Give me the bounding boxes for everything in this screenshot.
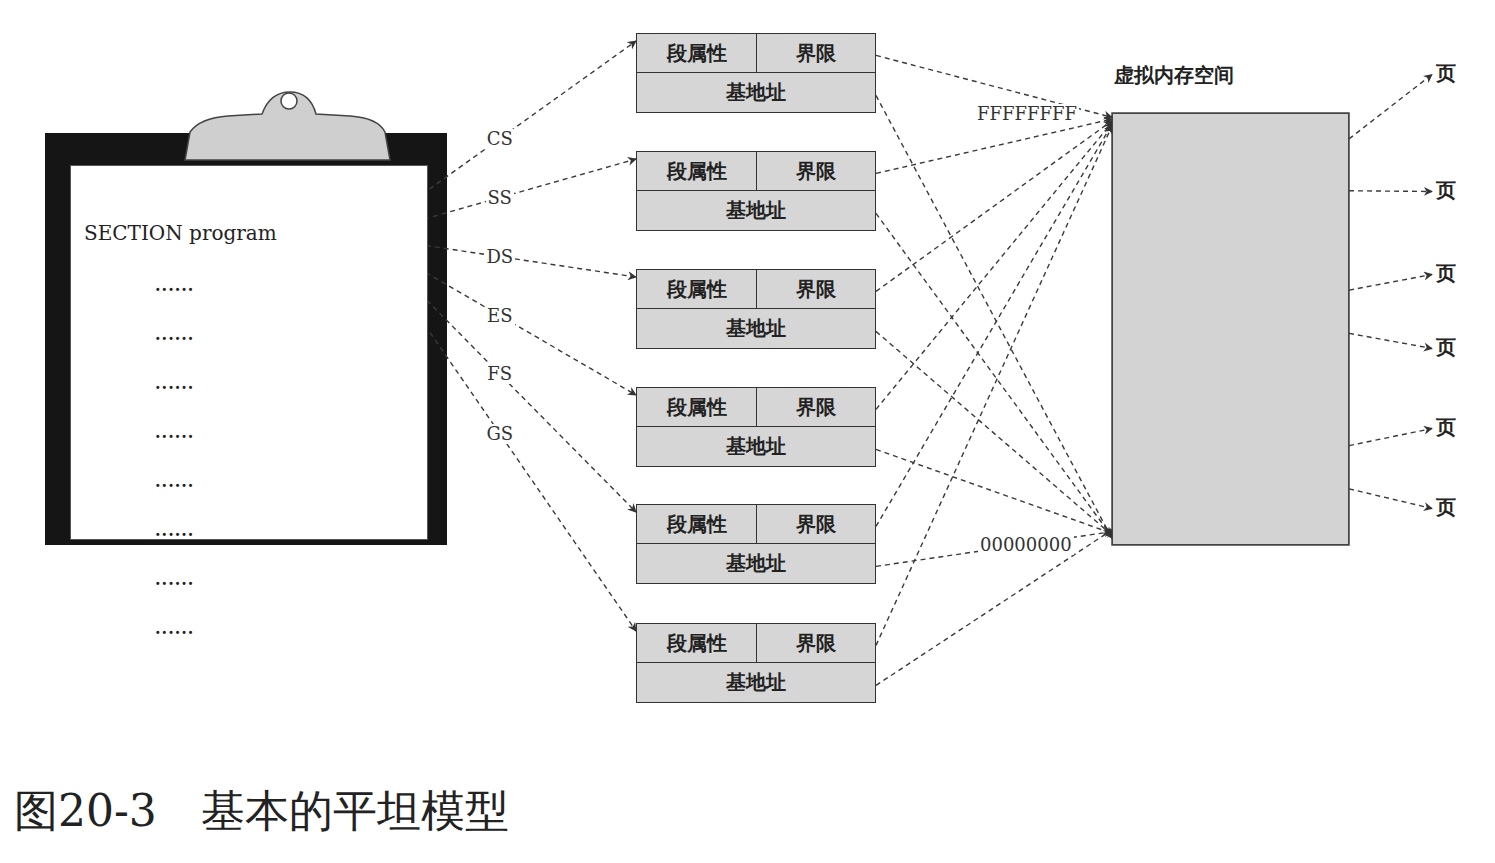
segment-descriptor: 段属性 界限基地址 [636,269,876,349]
page-node: 页 [1436,494,1470,523]
field-name: 基地址 [726,669,786,696]
field-name: 界限 [796,511,836,538]
field-name: 段属性 [667,511,727,538]
section-name: SECTION program [84,221,440,245]
descriptor-field: 基地址 [636,308,876,349]
descriptor-field: 基地址 [636,190,876,231]
segment-descriptor: 段属性 界限基地址 [636,623,876,703]
code-placeholder: ...... [155,619,511,638]
dashed-connector [1349,333,1432,348]
code-placeholder: ...... [155,472,511,491]
field-name: 段属性 [667,40,727,67]
descriptor-field: 基地址 [636,662,876,703]
code-placeholder: ...... [155,325,511,344]
descriptor-field: 段属性 [636,151,758,192]
field-name: 段属性 [667,394,727,421]
descriptor-field: 界限 [756,623,876,664]
field-name: 界限 [796,158,836,185]
field-name: 基地址 [726,79,786,106]
descriptor-field: 基地址 [636,543,876,584]
page-label: 页 [1436,414,1470,441]
descriptor-field: 段属性 [636,33,758,74]
page-node: 页 [1436,177,1470,206]
field-name: 基地址 [726,197,786,224]
descriptor-field: 段属性 [636,387,758,428]
segment-descriptor: 段属性 界限基地址 [636,33,876,113]
descriptor-field: 界限 [756,387,876,428]
field-name: 段属性 [667,630,727,657]
field-name: 基地址 [726,550,786,577]
page-node: 页 [1436,334,1470,363]
figure-caption: 图20-3 基本的平坦模型 [14,782,509,841]
segment-register: SS [486,188,514,208]
clipboard-board [45,133,447,545]
page-label: 页 [1436,334,1470,361]
descriptor-field: 界限 [756,269,876,310]
dashed-connector [1349,275,1432,291]
descriptor-field: 段属性 [636,623,758,664]
dashed-connector [1349,75,1432,139]
page-label: 页 [1436,60,1470,87]
dashed-connector [876,95,1112,538]
segment-register: FS [485,364,514,384]
clip-hole [281,93,297,109]
field-name: 界限 [796,276,836,303]
field-name: 界限 [796,630,836,657]
field-name: 基地址 [726,433,786,460]
field-name: 段属性 [667,276,727,303]
descriptor-field: 界限 [756,33,876,74]
program-sheet: SECTION program.........................… [70,165,428,540]
virtual-memory-box: 虚拟内存空间 [1112,113,1349,545]
code-placeholder: ...... [155,570,511,589]
descriptor-field: 基地址 [636,426,876,467]
page-node: 页 [1436,60,1470,89]
code-placeholder: ...... [155,521,511,540]
address-label: FFFFFFFF [975,104,1079,124]
segment-register: ES [485,306,514,326]
dashed-connector [1349,190,1432,192]
dashed-connector [876,213,1112,536]
clipboard-clip [185,92,390,160]
memory-heading: 虚拟内存空间 [1114,62,1349,89]
code-placeholder: ...... [155,276,511,295]
dashed-connector [876,449,1112,533]
dashed-connector [876,126,1112,645]
descriptor-field: 段属性 [636,504,758,545]
dashed-connector [876,530,1112,686]
address-label: 00000000 [978,535,1074,555]
dashed-connector [876,532,1112,567]
page-label: 页 [1436,177,1470,204]
memory-fill [1112,113,1349,545]
dashed-connector [876,123,1112,410]
segment-register: CS [485,129,515,149]
field-name: 段属性 [667,158,727,185]
dashed-connector [1349,429,1432,446]
field-name: 界限 [796,40,836,67]
code-placeholder: ...... [155,423,511,442]
descriptor-field: 段属性 [636,269,758,310]
field-name: 基地址 [726,315,786,342]
segment-descriptor: 段属性 界限基地址 [636,504,876,584]
dashed-connector [876,331,1112,535]
dashed-connector [1349,489,1432,509]
dashed-connector [876,124,1112,526]
dashed-connector [876,121,1112,292]
page-label: 页 [1436,494,1470,521]
page-label: 页 [1436,260,1470,287]
descriptor-field: 界限 [756,151,876,192]
segment-register: GS [484,424,515,444]
page-node: 页 [1436,414,1470,443]
segment-descriptor: 段属性 界限基地址 [636,387,876,467]
page-node: 页 [1436,260,1470,289]
segment-register: DS [484,247,515,267]
descriptor-field: 基地址 [636,72,876,113]
segment-descriptor: 段属性 界限基地址 [636,151,876,231]
descriptor-field: 界限 [756,504,876,545]
code-placeholder: ...... [155,374,511,393]
field-name: 界限 [796,394,836,421]
